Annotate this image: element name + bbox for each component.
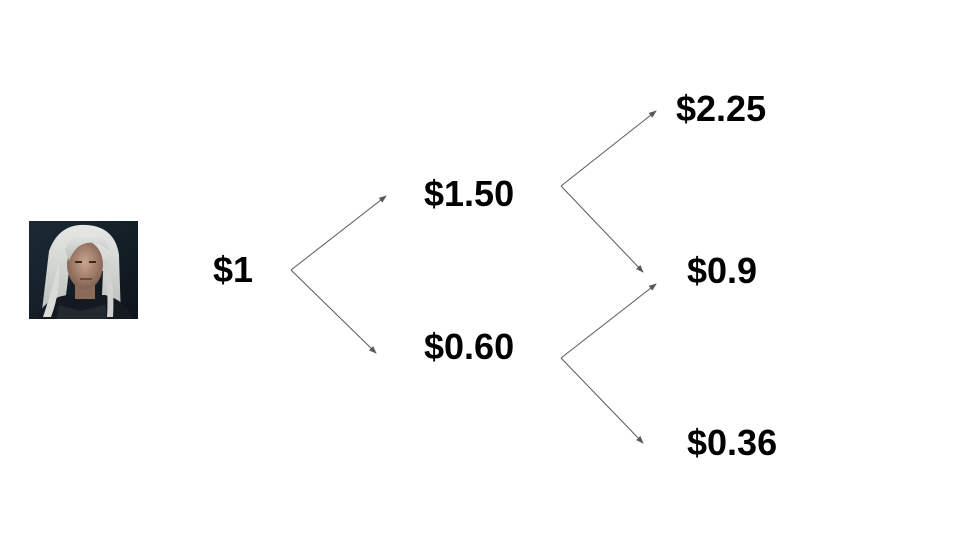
arrow-root-to-down — [290, 269, 377, 354]
arrow-down-to-updown — [560, 283, 657, 359]
arrow-root-to-up — [290, 195, 387, 271]
arrow-up-to-updown — [560, 185, 644, 273]
portrait-illustration — [29, 221, 138, 319]
arrow-down-to-downdown — [560, 357, 644, 444]
node-up-down-value: $0.9 — [687, 250, 758, 291]
node-down-down-value: $0.36 — [687, 422, 778, 463]
node-down-value: $0.60 — [424, 326, 515, 367]
node-up-value: $1.50 — [424, 173, 515, 214]
arrow-up-to-upup — [560, 110, 657, 187]
portrait-photo — [29, 221, 138, 319]
node-root-value: $1 — [213, 249, 254, 290]
node-up-up-value: $2.25 — [676, 88, 767, 129]
